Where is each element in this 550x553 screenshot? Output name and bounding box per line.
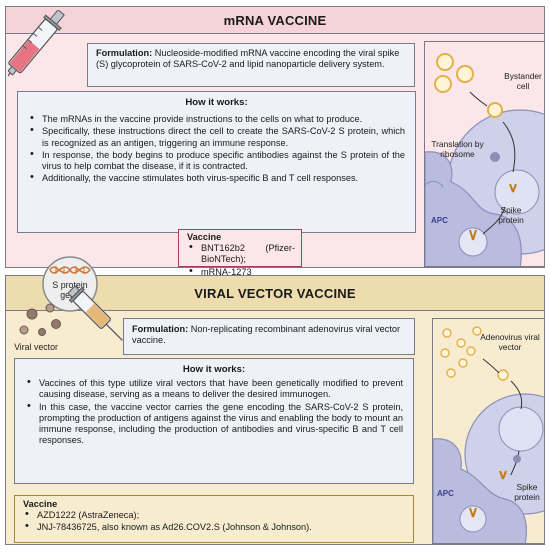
viral-how-title: How it works: bbox=[182, 364, 246, 375]
syringe-icon bbox=[8, 10, 65, 93]
syringe-icon bbox=[67, 285, 123, 341]
viral-vaccine-box: Vaccine AZD1222 (AstraZeneca); JNJ-78436… bbox=[14, 495, 414, 543]
mrna-section-title: mRNA VACCINE bbox=[5, 6, 545, 34]
viral-vector-label: Viral vector bbox=[14, 342, 58, 352]
list-item: Additionally, the vaccine stimulates bot… bbox=[28, 172, 405, 184]
mrna-how-list: The mRNAs in the vaccine provide instruc… bbox=[28, 113, 405, 184]
list-item: The mRNAs in the vaccine provide instruc… bbox=[28, 113, 405, 125]
viral-vaccine-title: Vaccine bbox=[23, 499, 58, 509]
viral-formulation-label: Formulation: bbox=[132, 324, 189, 334]
translation-label: Translation by ribosome bbox=[431, 139, 484, 159]
mrna-formulation-box: Formulation: Nucleoside-modified mRNA va… bbox=[87, 43, 415, 87]
list-item: JNJ-78436725, also known as Ad26.COV2.S … bbox=[23, 521, 405, 533]
viral-formulation-box: Formulation: Non-replicating recombinant… bbox=[123, 318, 415, 355]
list-item: Specifically, these instructions direct … bbox=[28, 125, 405, 148]
viral-formulation-text: Non-replicating recombinant adenovirus v… bbox=[132, 324, 401, 346]
mrna-how-title: How it works: bbox=[185, 97, 248, 108]
mrna-how-box: How it works: The mRNAs in the vaccine p… bbox=[17, 91, 416, 233]
cell-illustration bbox=[425, 53, 544, 266]
cell-illustration bbox=[433, 326, 544, 543]
apc-label: APC bbox=[437, 489, 454, 498]
spike-protein-label: Spike protein bbox=[514, 482, 540, 502]
list-item: In this case, the vaccine vector carries… bbox=[25, 401, 403, 447]
mrna-vaccine-title: Vaccine bbox=[187, 232, 222, 242]
list-item: In response, the body begins to produce … bbox=[28, 149, 405, 172]
mrna-mechanism-panel: Bystander cell Translation by ribosome S… bbox=[424, 41, 545, 267]
list-item: BNT162b2 (Pfizer-BioNTech); bbox=[187, 242, 295, 265]
mrna-formulation-text: Nucleoside-modified mRNA vaccine encodin… bbox=[96, 48, 400, 70]
viral-mechanism-panel: Adenovirus viral vector Spike protein AP… bbox=[432, 318, 545, 544]
adenovirus-label: Adenovirus viral vector bbox=[480, 332, 540, 352]
viral-how-list: Vaccines of this type utilize viral vect… bbox=[25, 377, 403, 447]
list-item: Vaccines of this type utilize viral vect… bbox=[25, 377, 403, 400]
apc-label: APC bbox=[431, 216, 448, 225]
mrna-vaccine-box: Vaccine BNT162b2 (Pfizer-BioNTech); mRNA… bbox=[178, 229, 302, 288]
bystander-cell-label: Bystander cell bbox=[504, 71, 542, 91]
list-item: AZD1222 (AstraZeneca); bbox=[23, 509, 405, 521]
mrna-formulation-label: Formulation: bbox=[96, 48, 153, 58]
spike-protein-label: Spike protein bbox=[498, 205, 524, 225]
viral-vector-icon bbox=[19, 303, 61, 336]
viral-how-box: How it works: Vaccines of this type util… bbox=[14, 358, 414, 484]
